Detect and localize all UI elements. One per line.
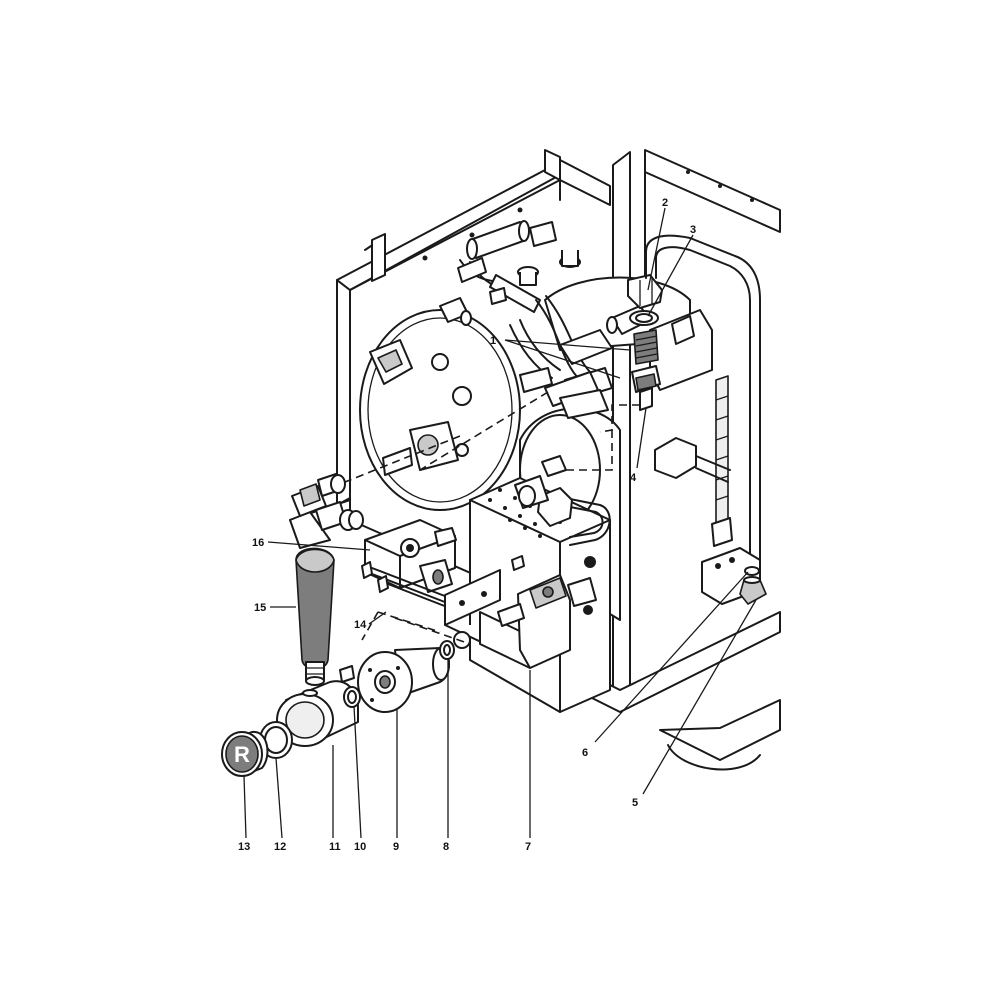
callout-4: 4 [630, 472, 637, 484]
callout-13: 13 [238, 841, 250, 853]
callout-9: 9 [393, 841, 399, 853]
inlet-fittings [291, 473, 364, 531]
callout-3: 3 [690, 224, 696, 236]
elbow-fitting [654, 437, 731, 483]
water-tube [645, 234, 761, 566]
washer-part-8 [439, 640, 455, 660]
r-cap-part-13: R [221, 730, 269, 777]
washer-part-3 [629, 310, 659, 326]
knob-handle-part-15 [295, 547, 335, 686]
callout-8: 8 [443, 841, 449, 853]
tip-part-5 [739, 576, 767, 605]
callout-7: 7 [525, 841, 531, 853]
callout-16: 16 [252, 537, 264, 549]
callout-1: 1 [490, 335, 496, 347]
callout-10: 10 [354, 841, 366, 853]
flange-shaft-part-9 [357, 647, 450, 713]
top-hoses [439, 220, 591, 381]
callout-labels: 1 2 3 4 5 6 7 8 9 10 11 12 13 14 15 16 [238, 197, 696, 853]
fitting-block [329, 305, 713, 489]
leader-lines [243, 207, 757, 839]
callout-5: 5 [632, 797, 638, 809]
valve-body-part-16 [364, 519, 457, 593]
callout-6: 6 [582, 747, 588, 759]
mounting-bracket [361, 555, 597, 669]
callout-2: 2 [662, 197, 668, 209]
retaining-ring-part-10 [339, 665, 361, 708]
callout-14: 14 [354, 619, 367, 631]
nut-part-2 [627, 274, 663, 309]
spring-part-1 [633, 329, 659, 365]
boiler-left [359, 309, 521, 511]
r-cap-letter: R [234, 742, 250, 767]
callout-11: 11 [329, 841, 341, 853]
knob-body-part-11 [276, 680, 359, 747]
callout-12: 12 [274, 841, 286, 853]
callout-15: 15 [254, 602, 266, 614]
check-valve-part-4 [631, 365, 661, 411]
u-bend-tube [514, 455, 611, 546]
grommet-part-6 [744, 566, 760, 576]
